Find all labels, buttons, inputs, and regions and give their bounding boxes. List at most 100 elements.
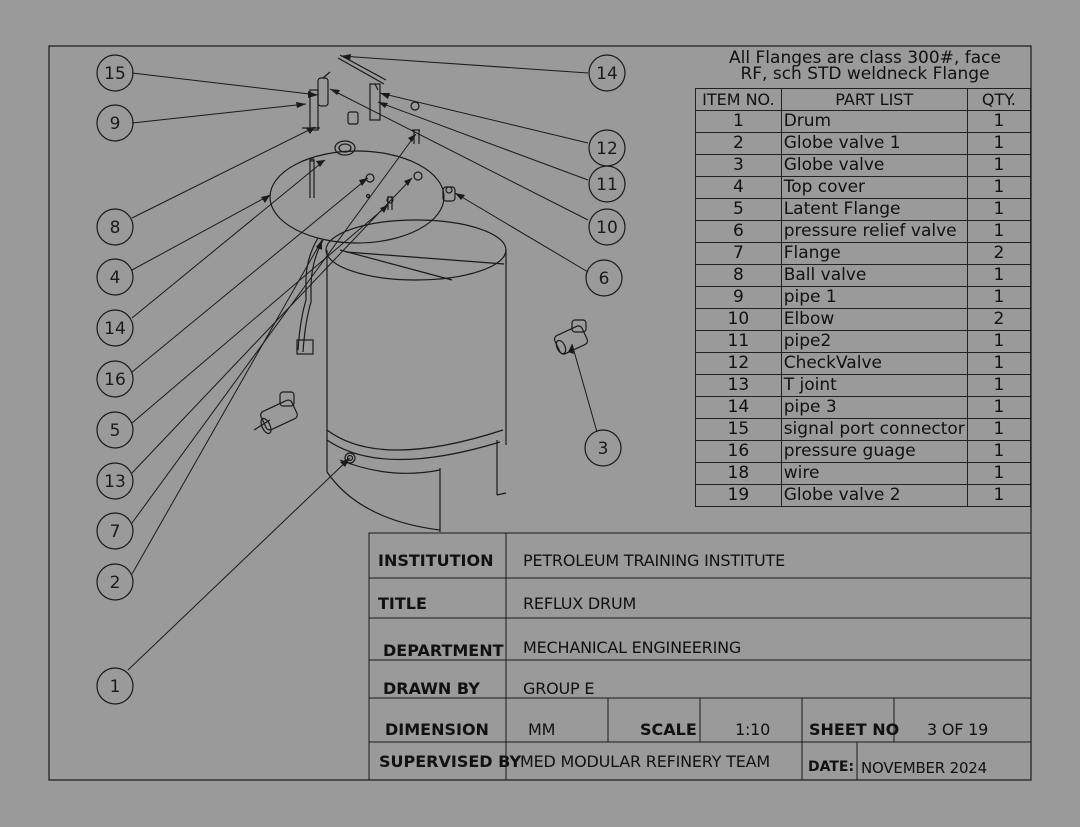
header-part-list: PART LIST	[780, 88, 968, 111]
part-item-no: 19	[695, 484, 782, 507]
department-label: DEPARTMENT	[383, 641, 504, 660]
sheet-no-value: 3 OF 19	[927, 720, 989, 739]
balloon-circle	[584, 429, 622, 467]
part-qty: 1	[966, 110, 1032, 133]
supervised-by-value: MED MODULAR REFINERY TEAM	[520, 752, 770, 771]
part-qty: 1	[966, 330, 1032, 353]
part-qty: 1	[966, 440, 1032, 463]
date-label: DATE:	[808, 759, 855, 775]
part-qty: 1	[966, 154, 1032, 177]
part-qty: 1	[966, 418, 1032, 441]
part-qty: 2	[966, 242, 1032, 265]
dimension-value: MM	[528, 720, 556, 739]
supervised-by-label: SUPERVISED BY	[379, 752, 522, 771]
balloon-label: 4	[110, 268, 121, 288]
balloon-label: 10	[596, 218, 618, 238]
part-qty: 1	[966, 132, 1032, 155]
leader-lines	[127, 55, 598, 671]
balloon-label: 8	[110, 218, 121, 238]
exploded-pipes	[302, 54, 420, 156]
balloon-circle	[96, 462, 134, 500]
flange-note: All Flanges are class 300#, face RF, sch…	[700, 48, 1030, 84]
scale-value: 1:10	[735, 720, 771, 739]
part-description: Globe valve 2	[780, 484, 968, 507]
header-item-no: ITEM NO.	[695, 88, 782, 111]
balloon-label: 3	[598, 439, 609, 459]
drawn-by-label: DRAWN BY	[383, 679, 480, 698]
balloon-label: 2	[110, 573, 121, 593]
part-description: signal port connector	[780, 418, 968, 441]
part-item-no: 3	[695, 154, 782, 177]
balloon-circle	[588, 165, 626, 203]
part-item-no: 16	[695, 440, 782, 463]
balloon-circle	[96, 411, 134, 449]
title-value: REFLUX DRUM	[523, 594, 637, 613]
part-description: pipe 3	[780, 396, 968, 419]
part-item-no: 11	[695, 330, 782, 353]
part-qty: 1	[966, 176, 1032, 199]
part-qty: 1	[966, 396, 1032, 419]
balloon-circle	[96, 208, 134, 246]
part-description: T joint	[780, 374, 968, 397]
balloon-circle	[585, 259, 623, 297]
balloon-circle	[588, 54, 626, 92]
dimension-label: DIMENSION	[385, 720, 489, 739]
pressure-relief-valve	[442, 186, 456, 202]
part-description: pipe2	[780, 330, 968, 353]
parts-list-header-row: ITEM NO. PART LIST QTY.	[695, 88, 1032, 111]
balloon-label: 13	[104, 472, 126, 492]
balloon-label: 12	[596, 139, 618, 159]
balloon-circle	[96, 309, 134, 347]
balloons-left	[96, 54, 134, 705]
title-label: TITLE	[378, 594, 427, 613]
part-qty: 1	[966, 220, 1032, 243]
flange-note-line-1: All Flanges are class 300#, face	[729, 48, 1001, 68]
title-block-grid	[368, 532, 1032, 781]
balloon-circle	[96, 667, 134, 705]
top-cover	[269, 150, 445, 244]
balloons-right	[584, 54, 626, 467]
flange-note-line-2: RF, sch STD weldneck Flange	[740, 64, 990, 84]
scale-label: SCALE	[640, 720, 697, 739]
date-value: NOVEMBER 2024	[861, 759, 987, 777]
part-item-no: 15	[695, 418, 782, 441]
part-item-no: 13	[695, 374, 782, 397]
part-description: Top cover	[780, 176, 968, 199]
part-item-no: 5	[695, 198, 782, 221]
balloon-labels: 15 9 8 4 14 16 5 13 7 2 1 14 12 11 10 6 …	[104, 64, 618, 697]
part-qty: 1	[966, 286, 1032, 309]
part-description: pipe 1	[780, 286, 968, 309]
balloon-label: 1	[110, 677, 121, 697]
part-item-no: 2	[695, 132, 782, 155]
header-qty: QTY.	[966, 88, 1032, 111]
part-item-no: 1	[695, 110, 782, 133]
balloon-label: 14	[596, 64, 618, 84]
balloon-circle	[96, 512, 134, 550]
drum-body	[325, 219, 507, 532]
part-description: pressure guage	[780, 440, 968, 463]
balloon-circle	[96, 54, 134, 92]
institution-value: PETROLEUM TRAINING INSTITUTE	[523, 551, 786, 570]
balloon-label: 11	[596, 175, 618, 195]
balloon-label: 15	[104, 64, 126, 84]
part-qty: 1	[966, 462, 1032, 485]
balloon-label: 6	[599, 269, 610, 289]
balloon-label: 16	[104, 370, 126, 390]
part-item-no: 10	[695, 308, 782, 331]
part-description: CheckValve	[780, 352, 968, 375]
